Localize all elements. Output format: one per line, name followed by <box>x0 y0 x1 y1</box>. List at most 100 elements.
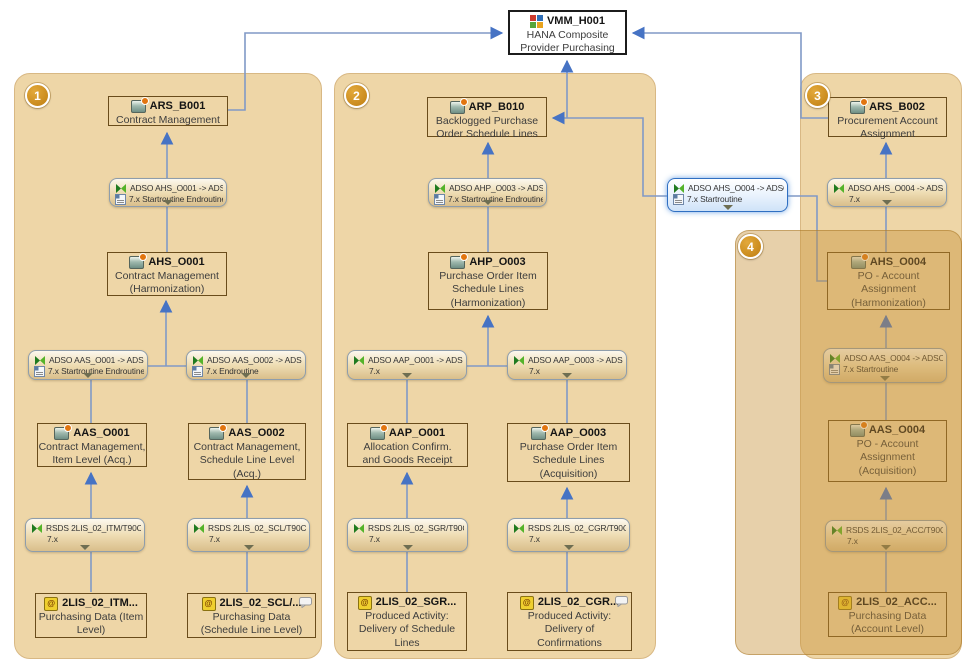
transformation-routines: 7.x Startroutine Endroutine <box>129 194 223 204</box>
datasource-icon <box>838 595 853 610</box>
routine-icon <box>434 194 445 205</box>
node-ars-b001[interactable]: ARS_B001 Contract Management <box>108 96 228 126</box>
node-aap-o003[interactable]: AAP_O003 Purchase Order Item Schedule Li… <box>507 423 630 482</box>
node-description: Purchasing Data (Item Level) <box>38 611 144 637</box>
comment-bubble-icon[interactable] <box>615 596 628 608</box>
transformation-icon <box>31 523 43 534</box>
composite-provider-icon <box>529 15 543 28</box>
group-1-badge: 1 <box>25 83 50 108</box>
adso-icon <box>130 97 149 113</box>
transformation-source-target: ADSO AAS_O001 -> ADSO AH... <box>49 355 144 365</box>
transformation-aas-o004-to-ahs-o004[interactable]: ADSO AAS_O004 -> ADSO AH... 7.x Startrou… <box>823 348 947 383</box>
transformation-source-target: ADSO AAP_O001 -> ADSO AH... <box>368 355 463 365</box>
transformation-routines: 7.x <box>529 534 540 544</box>
node-datasource-2lis-02-cgr[interactable]: 2LIS_02_CGR... Produced Activity: Delive… <box>507 592 632 651</box>
dropdown-arrow-icon[interactable] <box>402 545 413 550</box>
adso-icon <box>54 424 73 440</box>
transformation-icon <box>353 355 365 366</box>
node-id: AHS_O004 <box>869 256 927 268</box>
routine-icon <box>673 194 684 205</box>
transformation-source-target: ADSO AHS_O004 -> ADSO AR... <box>848 183 943 193</box>
transformation-routines: 7.x Startroutine <box>687 194 743 204</box>
node-id: 2LIS_02_SCL/... <box>219 597 302 609</box>
transformation-rsds-acc[interactable]: RSDS 2LIS_02_ACC/T90CLNT0... 7.x <box>825 520 947 552</box>
dropdown-arrow-icon[interactable] <box>241 373 251 378</box>
adso-icon <box>850 98 869 114</box>
transformation-rsds-cgr[interactable]: RSDS 2LIS_02_CGR/T90CLNT0... 7.x <box>507 518 630 552</box>
dropdown-arrow-icon[interactable] <box>563 545 574 550</box>
node-datasource-2lis-02-sgr[interactable]: 2LIS_02_SGR... Produced Activity: Delive… <box>347 592 467 651</box>
node-vmm-h001[interactable]: VMM_H001 HANA Composite Provider Purchas… <box>508 10 627 55</box>
dropdown-arrow-icon[interactable] <box>562 373 572 378</box>
transformation-icon <box>513 523 525 534</box>
node-id: AHS_O001 <box>148 256 205 268</box>
transformation-source-target: ADSO AHS_O001 -> ADSO AR... <box>130 183 223 193</box>
transformation-rsds-scl[interactable]: RSDS 2LIS_02_SCL/T90CLNT0... 7.x <box>187 518 310 552</box>
transformation-icon <box>673 183 685 194</box>
transformation-aas-o001-to-ahs-o001[interactable]: ADSO AAS_O001 -> ADSO AH... 7.x Startrou… <box>28 350 148 380</box>
dropdown-arrow-icon[interactable] <box>243 545 254 550</box>
transformation-aas-o002-to-ahs-o001[interactable]: ADSO AAS_O002 -> ADSO AH... 7.x Endrouti… <box>186 350 306 380</box>
routine-icon <box>34 366 45 377</box>
node-ahs-o004[interactable]: AHS_O004 PO - Account Assignment (Harmon… <box>827 252 950 310</box>
dropdown-arrow-icon[interactable] <box>882 200 892 205</box>
dropdown-arrow-icon[interactable] <box>80 545 90 550</box>
node-ahp-o003[interactable]: AHP_O003 Purchase Order Item Schedule Li… <box>428 252 548 310</box>
dropdown-arrow-icon[interactable] <box>482 200 493 205</box>
dropdown-arrow-icon[interactable] <box>163 200 173 205</box>
node-description: HANA Composite Provider Purchasing <box>520 29 615 55</box>
node-description: PO - Account Assignment (Harmonization) <box>851 270 926 309</box>
dropdown-arrow-icon[interactable] <box>402 373 412 378</box>
transformation-routines: 7.x <box>849 194 860 204</box>
transformation-source-target: RSDS 2LIS_02_SGR/T90CLNT0... <box>368 523 464 533</box>
transformation-rsds-sgr[interactable]: RSDS 2LIS_02_SGR/T90CLNT0... 7.x <box>347 518 468 552</box>
node-description: Contract Management <box>116 114 220 126</box>
routine-icon <box>115 194 126 205</box>
node-ahs-o001[interactable]: AHS_O001 Contract Management (Harmonizat… <box>107 252 227 296</box>
adso-icon <box>369 424 388 440</box>
transformation-source-target: ADSO AAP_O003 -> ADSO AH... <box>528 355 623 365</box>
node-id: ARP_B010 <box>468 101 525 113</box>
node-aap-o001[interactable]: AAP_O001 Allocation Confirm. and Goods R… <box>347 423 468 467</box>
node-description: Purchasing Data (Account Level) <box>848 610 927 636</box>
transformation-icon <box>115 183 127 194</box>
transformation-source-target: ADSO AHP_O003 -> ADSO AR... <box>449 183 543 193</box>
transformation-source-target: ADSO AHS_O004 -> ADSO AR... <box>688 183 784 193</box>
node-datasource-2lis-02-scl[interactable]: 2LIS_02_SCL/... Purchasing Data (Schedul… <box>187 593 316 638</box>
routine-icon <box>192 366 203 377</box>
transformation-ahs-o004-to-ars-b002[interactable]: ADSO AHS_O004 -> ADSO AR... 7.x <box>827 178 947 207</box>
transformation-ahs-o001-to-ars-b001[interactable]: ADSO AHS_O001 -> ADSO AR... 7.x Startrou… <box>109 178 227 207</box>
dropdown-arrow-icon[interactable] <box>83 373 93 378</box>
transformation-icon <box>833 183 845 194</box>
node-datasource-2lis-02-itm[interactable]: 2LIS_02_ITM... Purchasing Data (Item Lev… <box>35 593 147 638</box>
transformation-ahp-o003-to-arp-b010[interactable]: ADSO AHP_O003 -> ADSO AR... 7.x Startrou… <box>428 178 547 207</box>
dropdown-arrow-icon[interactable] <box>722 205 733 210</box>
node-aas-o004[interactable]: AAS_O004 PO - Account Assignment (Acquis… <box>828 420 947 482</box>
adso-icon <box>449 98 468 114</box>
dropdown-arrow-icon[interactable] <box>880 376 890 381</box>
node-id: 2LIS_02_CGR... <box>537 596 620 608</box>
transformation-aap-o003-to-ahp-o003[interactable]: ADSO AAP_O003 -> ADSO AH... 7.x <box>507 350 627 380</box>
transformation-icon <box>829 353 841 364</box>
transformation-aap-o001-to-ahp-o003[interactable]: ADSO AAP_O001 -> ADSO AH... 7.x <box>347 350 467 380</box>
node-description: Contract Management, Schedule Line Level… <box>193 441 301 480</box>
transformation-ahs-o004-to-arp-b010-selected[interactable]: ADSO AHS_O004 -> ADSO AR... 7.x Startrou… <box>667 178 788 212</box>
node-arp-b010[interactable]: ARP_B010 Backlogged Purchase Order Sched… <box>427 97 547 140</box>
transformation-routines: 7.x Startroutine Endroutine <box>448 194 543 204</box>
transformation-rsds-itm[interactable]: RSDS 2LIS_02_ITM/T90CLNT0... 7.x <box>25 518 145 552</box>
node-datasource-2lis-02-acc[interactable]: 2LIS_02_ACC... Purchasing Data (Account … <box>828 592 947 637</box>
node-aas-o001[interactable]: AAS_O001 Contract Management, Item Level… <box>37 423 147 467</box>
transformation-source-target: ADSO AAS_O004 -> ADSO AH... <box>844 353 943 363</box>
adso-icon <box>530 424 549 440</box>
transformation-routines: 7.x <box>369 366 380 376</box>
node-id: AAS_O002 <box>228 427 285 439</box>
node-ars-b002[interactable]: ARS_B002 Procurement Account Assignment <box>828 97 947 140</box>
node-id: 2LIS_02_ITM... <box>62 597 138 609</box>
node-description: Purchase Order Item Schedule Lines (Acqu… <box>519 441 618 480</box>
adso-icon <box>209 424 228 440</box>
node-aas-o002[interactable]: AAS_O002 Contract Management, Schedule L… <box>188 423 306 480</box>
transformation-icon <box>192 355 204 366</box>
comment-bubble-icon[interactable] <box>299 597 312 609</box>
dropdown-arrow-icon[interactable] <box>881 545 891 550</box>
